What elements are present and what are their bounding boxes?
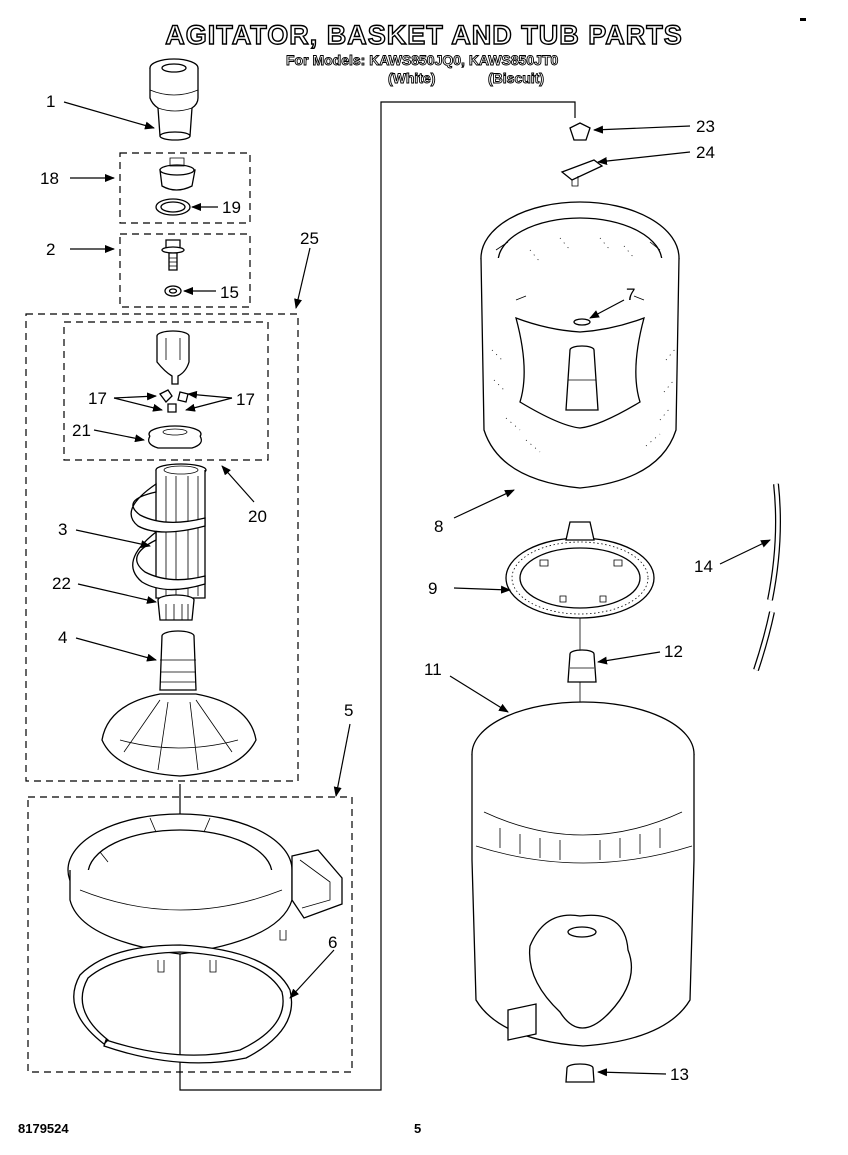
part-brake-spring-9: [505, 521, 655, 619]
part-outer-tub-11: [471, 701, 695, 1047]
variant-white: (White): [388, 70, 436, 87]
callout-leaders: [63, 101, 771, 1077]
assembly-line-connector: [179, 101, 576, 1091]
group-box-25: [25, 313, 299, 782]
callout-15: 15: [220, 283, 239, 302]
doc-number: 8179524: [18, 1121, 69, 1136]
group-box-18: [119, 152, 251, 224]
corner-mark: [800, 18, 806, 21]
callout-1: 1: [46, 92, 55, 111]
callout-9: 9: [428, 579, 437, 598]
callout-21: 21: [72, 421, 91, 440]
part-hose-14: [753, 483, 781, 671]
part-tub-ring-5: [67, 813, 343, 973]
part-cam-18: [159, 157, 196, 191]
diagram-title: AGITATOR, BASKET AND TUB PARTS: [165, 19, 683, 50]
part-bolt-2: [161, 239, 185, 271]
callout-13: 13: [670, 1065, 689, 1084]
part-washer-15: [164, 285, 182, 297]
group-box-20: [63, 321, 269, 461]
part-agitator-dog-assembly: [147, 330, 203, 449]
callout-25: 25: [300, 229, 319, 248]
variant-biscuit: (Biscuit): [488, 70, 545, 87]
part-clip-24: [560, 159, 604, 187]
callout-17-left: 17: [88, 389, 107, 408]
part-cap-23: [569, 122, 591, 141]
part-agitator-base: [101, 630, 257, 777]
callout-18: 18: [40, 169, 59, 188]
callout-2: 2: [46, 240, 55, 259]
callout-19: 19: [222, 198, 241, 217]
callout-24: 24: [696, 143, 715, 162]
part-drive-coupler-12: [567, 649, 597, 683]
part-snap-ring-6: [73, 944, 293, 1064]
callout-17-right: 17: [236, 390, 255, 409]
part-basket-8: [480, 201, 680, 489]
callout-22: 22: [52, 574, 71, 593]
callout-3: 3: [58, 520, 67, 539]
callout-4: 4: [58, 628, 67, 647]
part-agitator-barrel: [130, 463, 207, 599]
callout-6: 6: [328, 933, 337, 952]
part-bushing-22: [157, 594, 195, 621]
part-plug-13: [565, 1063, 595, 1083]
part-seal-ring-19: [155, 198, 191, 216]
callout-12: 12: [664, 642, 683, 661]
page-number: 5: [414, 1121, 422, 1136]
group-box-2: [119, 233, 251, 308]
callout-5: 5: [344, 701, 353, 720]
callout-11: 11: [424, 660, 442, 679]
callout-8: 8: [434, 517, 443, 536]
models-line: For Models: KAWS850JQ0, KAWS850JT0: [286, 52, 559, 69]
callout-labels: 1 18 19 2 15 25 17 17 21 20 3 22 4 5 6 2…: [40, 92, 715, 1084]
group-box-5: [27, 796, 353, 1073]
part-agitator-cap: [149, 58, 199, 141]
callout-23: 23: [696, 117, 715, 136]
callout-14: 14: [694, 557, 713, 576]
callout-7: 7: [626, 285, 635, 304]
callout-20: 20: [248, 507, 267, 526]
